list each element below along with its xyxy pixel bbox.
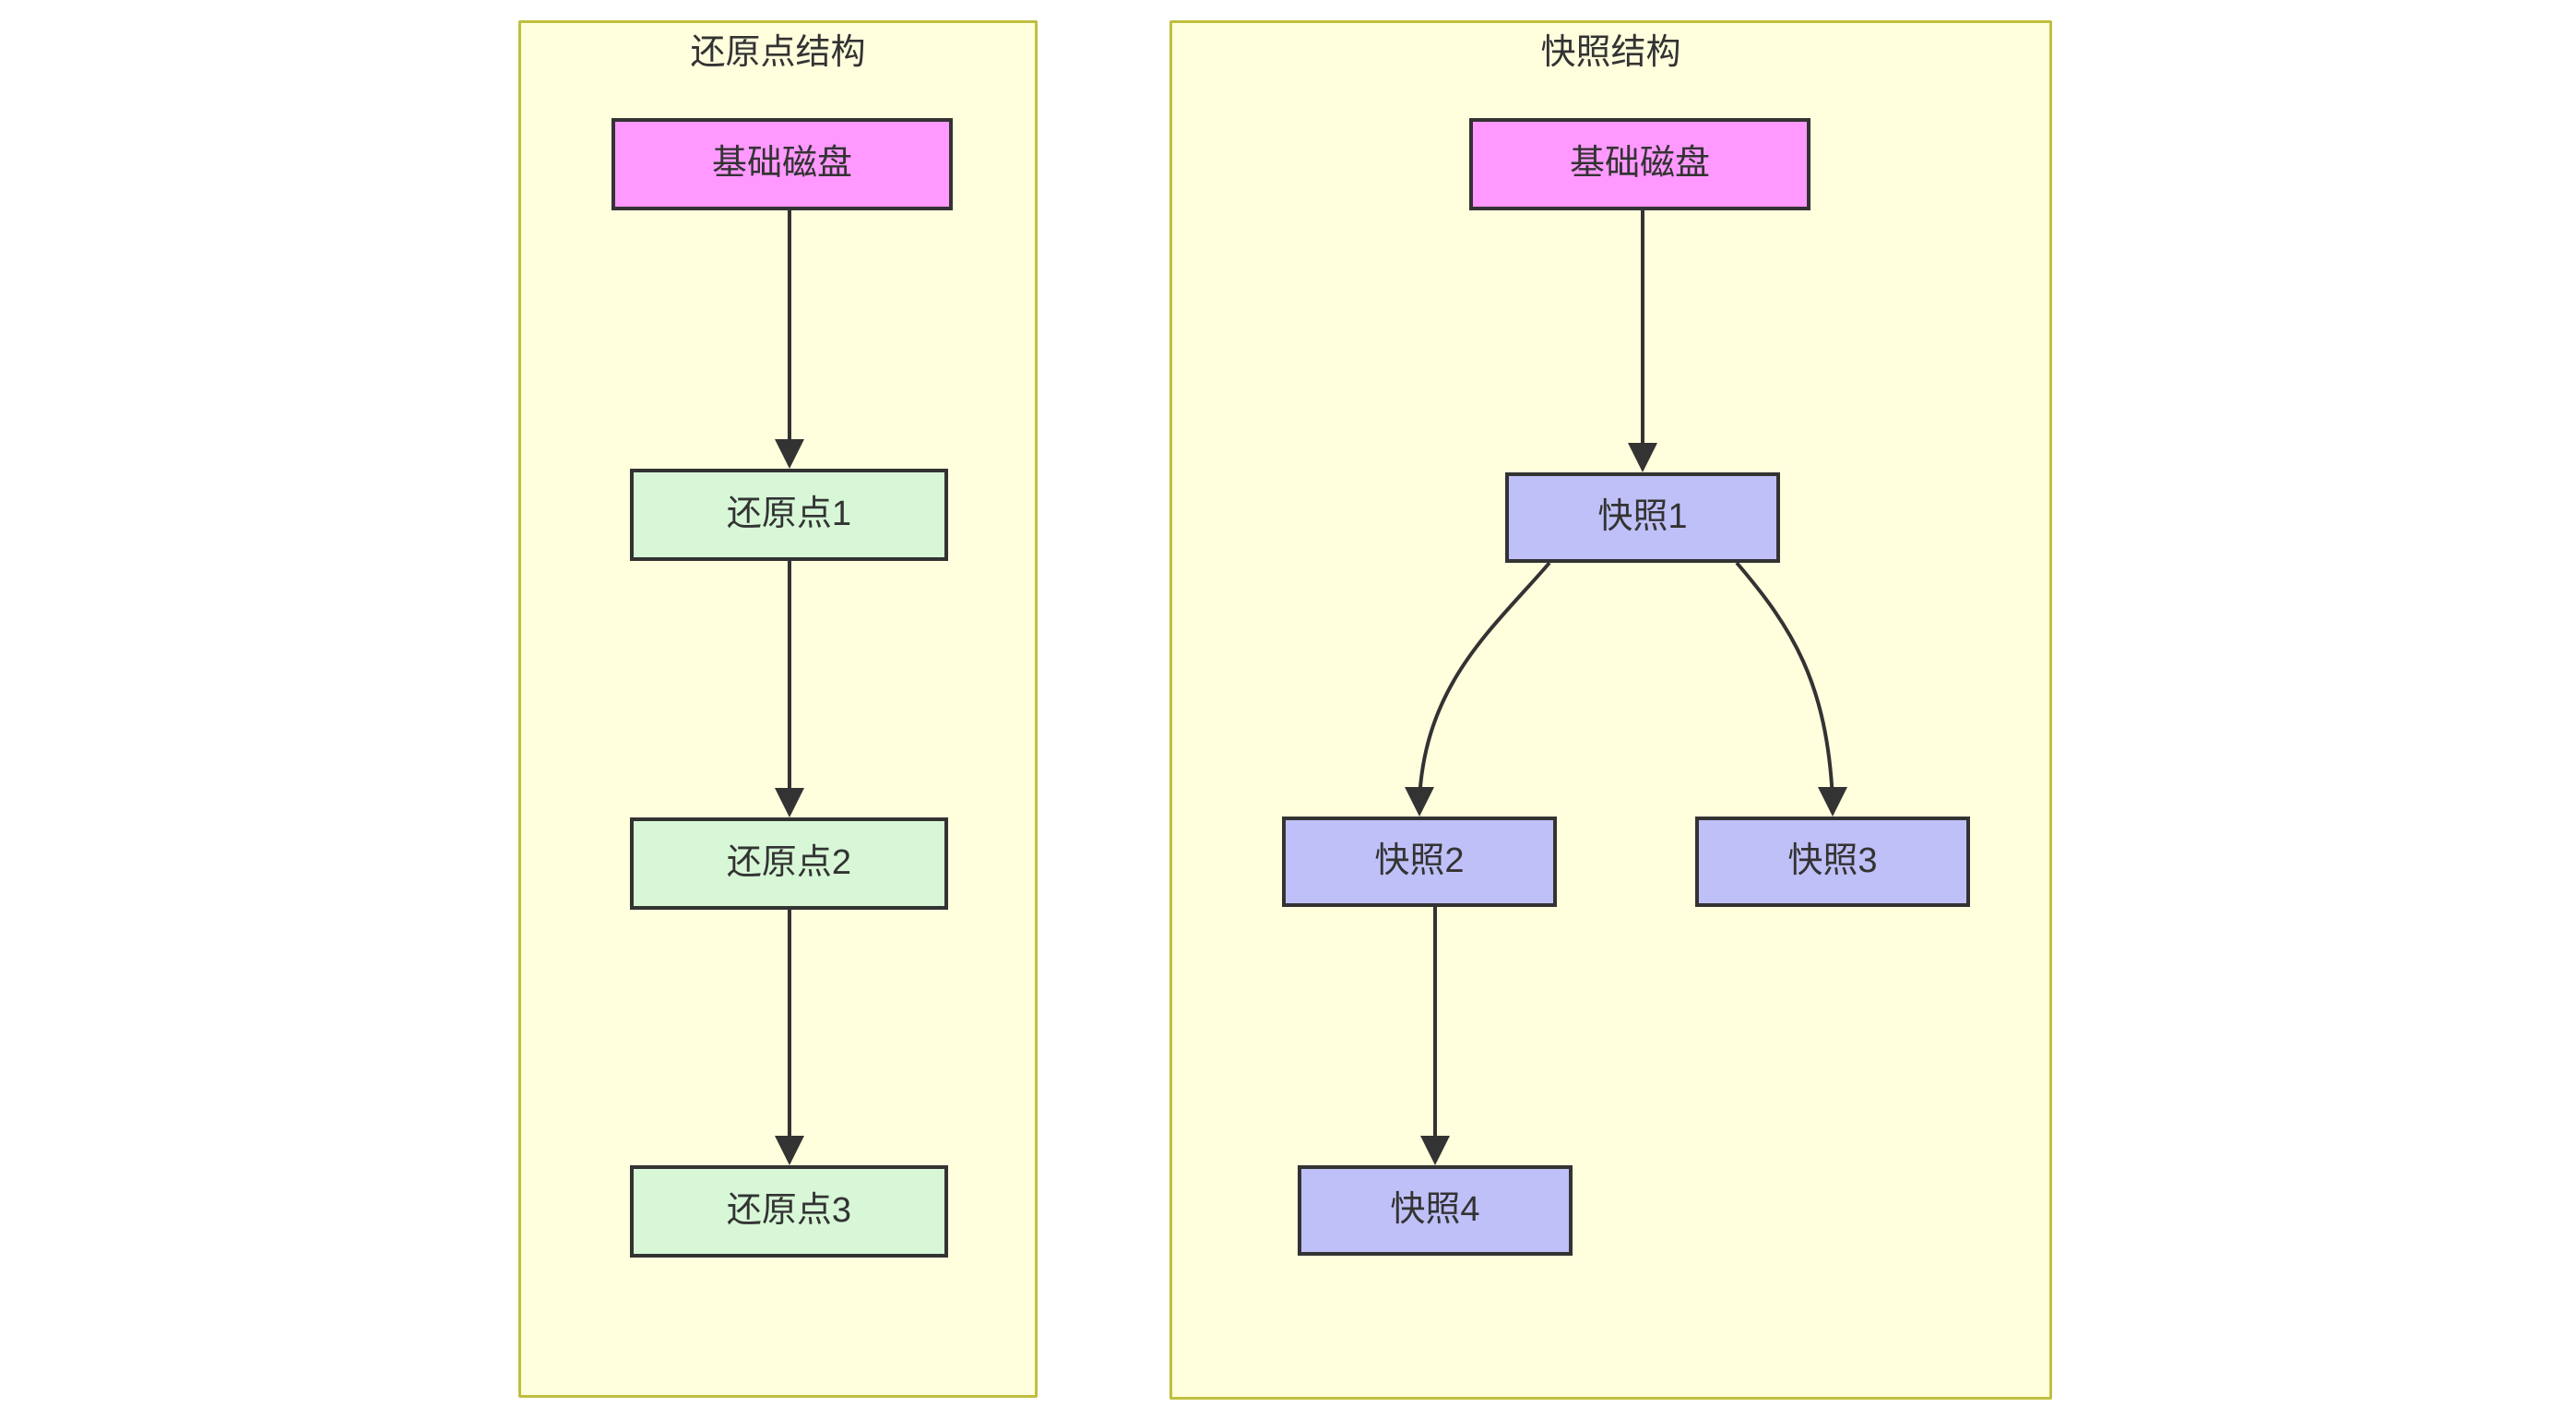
node-sn-2[interactable]: 快照2 bbox=[1282, 817, 1557, 907]
subgraph-title-restore-point-structure: 还原点结构 bbox=[690, 33, 866, 72]
node-rp-1[interactable]: 还原点1 bbox=[630, 469, 948, 561]
node-sn-4[interactable]: 快照4 bbox=[1298, 1165, 1573, 1256]
node-sn-1[interactable]: 快照1 bbox=[1505, 472, 1780, 563]
node-label: 还原点1 bbox=[726, 495, 852, 534]
node-label: 快照4 bbox=[1390, 1190, 1480, 1230]
node-sn-base-disk[interactable]: 基础磁盘 bbox=[1469, 118, 1810, 210]
node-label: 还原点3 bbox=[726, 1191, 852, 1231]
node-rp-2[interactable]: 还原点2 bbox=[630, 817, 948, 910]
node-label: 快照1 bbox=[1597, 497, 1688, 537]
node-label: 基础磁盘 bbox=[1569, 144, 1710, 184]
node-sn-3[interactable]: 快照3 bbox=[1695, 817, 1970, 907]
node-label: 还原点2 bbox=[726, 843, 852, 883]
subgraph-snapshot-structure: 快照结构 bbox=[1169, 20, 2052, 1400]
node-rp-base-disk[interactable]: 基础磁盘 bbox=[611, 118, 953, 210]
node-label: 基础磁盘 bbox=[711, 144, 852, 184]
subgraph-title-snapshot-structure: 快照结构 bbox=[1540, 33, 1681, 72]
node-label: 快照2 bbox=[1374, 841, 1465, 881]
node-rp-3[interactable]: 还原点3 bbox=[630, 1165, 948, 1258]
node-label: 快照3 bbox=[1787, 841, 1878, 881]
